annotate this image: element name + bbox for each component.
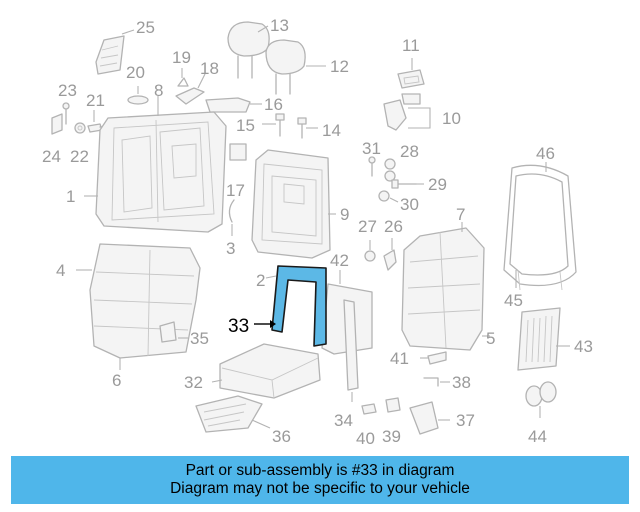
label-3: 3 xyxy=(226,239,235,258)
label-19: 19 xyxy=(172,48,191,67)
part-17-bracket xyxy=(229,143,247,161)
label-45: 45 xyxy=(504,291,523,310)
label-33-highlighted: 33 xyxy=(228,316,249,337)
label-24: 24 xyxy=(42,147,61,166)
part-28-bushing xyxy=(384,158,396,182)
part-2-frame xyxy=(265,275,277,279)
label-35: 35 xyxy=(190,329,209,348)
part-3-hook xyxy=(228,199,235,236)
label-23: 23 xyxy=(58,81,77,100)
banner-line-2: Diagram may not be specific to your vehi… xyxy=(170,480,470,497)
label-44: 44 xyxy=(528,427,547,446)
part-24-bracket xyxy=(51,113,63,135)
label-20: 20 xyxy=(126,63,145,82)
label-16: 16 xyxy=(264,95,283,114)
label-28: 28 xyxy=(400,142,419,161)
label-27: 27 xyxy=(358,217,377,236)
label-43: 43 xyxy=(574,337,593,356)
label-42: 42 xyxy=(330,251,349,270)
part-20-guide xyxy=(127,86,149,105)
part-38-hook xyxy=(423,377,450,387)
part-1-seat-back-frame xyxy=(84,96,227,233)
label-13: 13 xyxy=(270,16,289,35)
part-9-seat-back-frame xyxy=(251,149,336,259)
part-14-pin xyxy=(297,117,318,139)
label-12: 12 xyxy=(330,57,349,76)
part-40-clip xyxy=(361,403,377,415)
part-31-bolt xyxy=(368,156,376,177)
part-32-seat-cushion xyxy=(211,343,321,399)
part-39-clip xyxy=(385,397,401,413)
label-32: 32 xyxy=(184,373,203,392)
part-29-bolt xyxy=(391,179,424,189)
label-9: 9 xyxy=(340,205,349,224)
part-26-bracket xyxy=(383,238,397,271)
label-46: 46 xyxy=(536,144,555,163)
label-18: 18 xyxy=(200,59,219,78)
banner-line-1: Part or sub-assembly is #33 in diagram xyxy=(185,462,455,479)
label-17: 17 xyxy=(226,181,245,200)
label-26: 26 xyxy=(384,217,403,236)
label-14: 14 xyxy=(322,121,341,140)
part-41-clip xyxy=(420,351,447,365)
label-11: 11 xyxy=(402,36,420,55)
label-2: 2 xyxy=(256,271,265,290)
part-33-highlighted-component xyxy=(254,265,327,347)
info-banner: Part or sub-assembly is #33 in diagram D… xyxy=(11,456,629,504)
part-44-washers xyxy=(525,381,557,418)
label-29: 29 xyxy=(428,175,447,194)
part-13-head-restraint xyxy=(227,21,270,79)
label-36: 36 xyxy=(272,427,291,446)
part-16-cover xyxy=(205,97,262,113)
label-37: 37 xyxy=(456,411,475,430)
label-8: 8 xyxy=(154,81,163,100)
part-35-clip xyxy=(159,321,188,343)
part-22-washer xyxy=(74,122,86,134)
label-7: 7 xyxy=(456,205,465,224)
label-30: 30 xyxy=(400,195,419,214)
part-23-nut xyxy=(62,102,70,125)
label-39: 39 xyxy=(382,427,401,446)
label-41: 41 xyxy=(390,349,409,368)
part-15-pin xyxy=(262,113,285,137)
label-6: 6 xyxy=(112,371,121,390)
part-25-bracket xyxy=(95,29,135,75)
label-5: 5 xyxy=(486,329,495,348)
part-19-clip xyxy=(177,68,189,87)
part-34-strip xyxy=(343,299,359,402)
part-18-trim xyxy=(175,73,206,105)
part-37-bracket xyxy=(409,401,450,435)
part-27-washer xyxy=(364,240,376,262)
exploded-parts-diagram: 25 13 19 18 12 20 8 16 11 23 21 10 15 14… xyxy=(42,16,593,448)
label-1: 1 xyxy=(66,187,75,206)
part-36-cushion-frame xyxy=(195,395,271,433)
label-15: 15 xyxy=(236,116,255,135)
part-46-seat-frame xyxy=(503,162,577,291)
part-number-labels: 25 13 19 18 12 20 8 16 11 23 21 10 15 14… xyxy=(42,16,593,448)
label-31: 31 xyxy=(362,139,381,158)
label-22: 22 xyxy=(70,147,89,166)
part-12-head-restraint xyxy=(265,39,326,95)
label-10: 10 xyxy=(442,109,461,128)
label-38: 38 xyxy=(452,373,471,392)
label-21: 21 xyxy=(86,91,105,110)
part-4-seat-cushion-cover xyxy=(76,243,201,370)
label-25: 25 xyxy=(136,18,155,37)
part-30-nut xyxy=(378,190,399,203)
part-7-seat-back-cover xyxy=(401,222,490,351)
part-11-latch-cover xyxy=(397,58,425,89)
label-4: 4 xyxy=(56,261,65,280)
label-34: 34 xyxy=(334,411,353,430)
part-10-latch xyxy=(383,93,431,131)
label-40: 40 xyxy=(356,429,375,448)
part-43-heater-mat xyxy=(517,307,570,371)
